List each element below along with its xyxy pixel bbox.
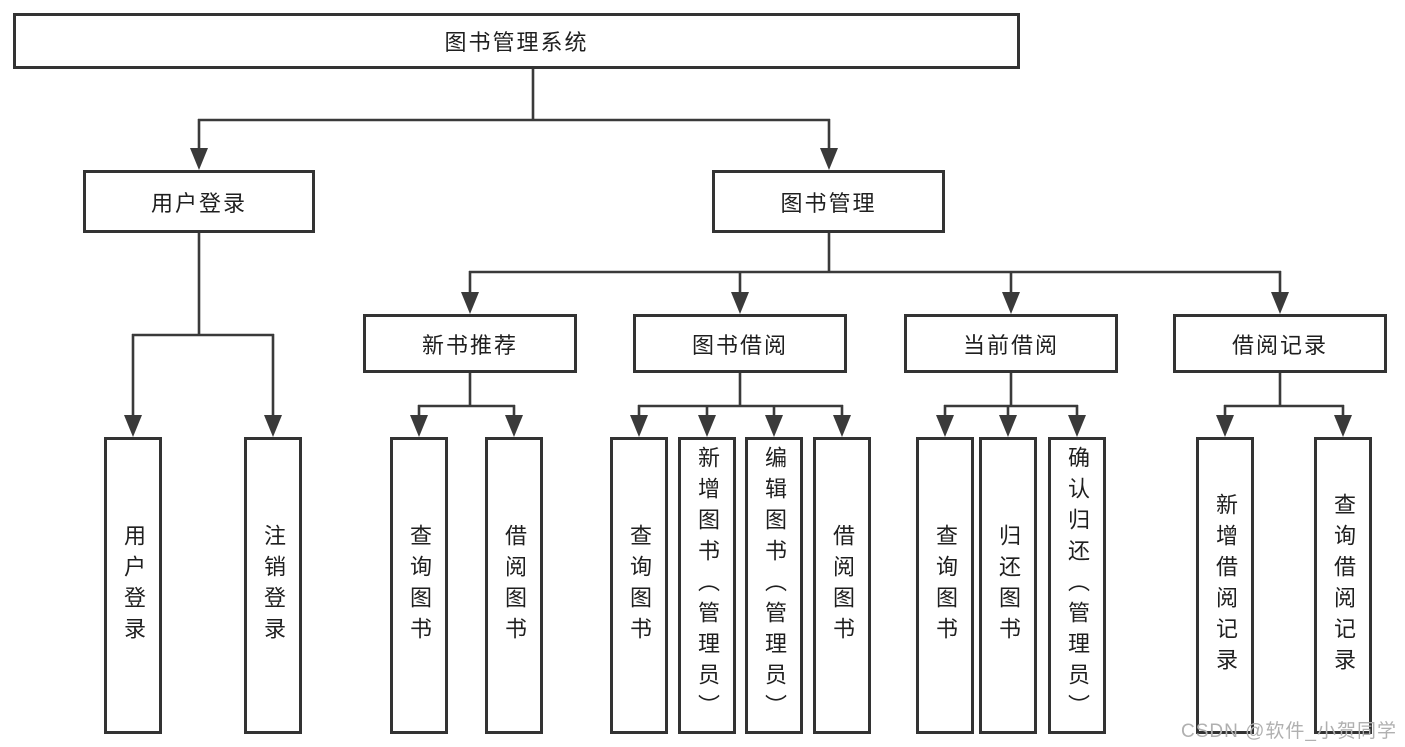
leaf-nb-borrow-books: 借阅图书 xyxy=(485,437,543,734)
leaf-br-query-record: 查询借阅记录 xyxy=(1314,437,1372,734)
leaf-br-query-record-label: 查询借阅记录 xyxy=(1331,492,1356,679)
node-borrow-records: 借阅记录 xyxy=(1173,314,1387,373)
node-book-management-label: 图书管理 xyxy=(780,190,877,216)
leaf-cb-query-books-label: 查询图书 xyxy=(933,523,958,648)
node-borrow-records-label: 借阅记录 xyxy=(1231,332,1328,358)
leaf-user-login: 用户登录 xyxy=(104,437,162,734)
node-user-login-branch-label: 用户登录 xyxy=(150,190,247,216)
leaf-logout: 注销登录 xyxy=(244,437,302,734)
leaf-nb-borrow-books-label: 借阅图书 xyxy=(502,523,527,648)
node-user-login-branch: 用户登录 xyxy=(83,170,315,233)
leaf-br-add-record: 新增借阅记录 xyxy=(1196,437,1254,734)
leaf-cb-confirm-return-admin: 确认归还（管理员） xyxy=(1048,437,1106,734)
node-book-management: 图书管理 xyxy=(712,170,945,233)
node-root: 图书管理系统 xyxy=(13,13,1020,69)
node-root-label: 图书管理系统 xyxy=(444,30,589,55)
leaf-cb-return-books-label: 归还图书 xyxy=(996,523,1021,648)
csdn-watermark: CSDN @软件_小贺同学 xyxy=(1181,721,1397,742)
leaf-bb-add-books-admin-label: 新增图书（管理员） xyxy=(695,446,720,725)
leaf-nb-query-books-label: 查询图书 xyxy=(407,523,432,648)
leaf-br-add-record-label: 新增借阅记录 xyxy=(1213,492,1238,679)
leaf-bb-borrow-books: 借阅图书 xyxy=(813,437,871,734)
leaf-nb-query-books: 查询图书 xyxy=(390,437,448,734)
leaf-bb-edit-books-admin-label: 编辑图书（管理员） xyxy=(762,446,787,725)
node-new-book-recommend-label: 新书推荐 xyxy=(421,332,518,358)
leaf-user-login-label: 用户登录 xyxy=(121,523,146,648)
leaf-bb-query-books: 查询图书 xyxy=(610,437,668,734)
node-book-borrowing-label: 图书借阅 xyxy=(691,332,788,358)
node-current-borrowing: 当前借阅 xyxy=(904,314,1118,373)
leaf-bb-query-books-label: 查询图书 xyxy=(627,523,652,648)
node-book-borrowing: 图书借阅 xyxy=(633,314,847,373)
leaf-cb-confirm-return-admin-label: 确认归还（管理员） xyxy=(1065,446,1090,725)
leaf-logout-label: 注销登录 xyxy=(261,523,286,648)
leaf-cb-return-books: 归还图书 xyxy=(979,437,1037,734)
node-new-book-recommend: 新书推荐 xyxy=(363,314,577,373)
leaf-cb-query-books: 查询图书 xyxy=(916,437,974,734)
leaf-bb-borrow-books-label: 借阅图书 xyxy=(830,523,855,648)
node-current-borrowing-label: 当前借阅 xyxy=(962,332,1059,358)
leaf-bb-edit-books-admin: 编辑图书（管理员） xyxy=(745,437,803,734)
leaf-bb-add-books-admin: 新增图书（管理员） xyxy=(678,437,736,734)
